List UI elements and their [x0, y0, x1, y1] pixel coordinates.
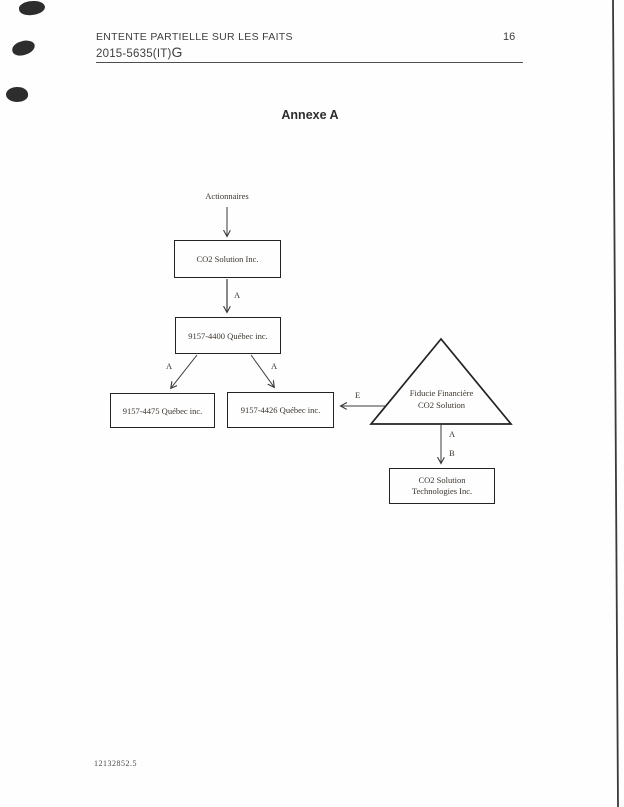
node-9157-4475: 9157-4475 Québec inc. — [110, 393, 215, 428]
docket-number: 2015-5635(IT)G — [96, 44, 183, 60]
node-fiducie-label-line1: Fiducie Financière — [409, 388, 474, 398]
node-9157-4475-label: 9157-4475 Québec inc. — [122, 405, 203, 416]
node-9157-4426-label: 9157-4426 Québec inc. — [240, 405, 321, 415]
node-co2-tech-label-line2: Technologies Inc. — [411, 486, 473, 496]
docket-number-text: 2015-5635(IT) — [96, 48, 172, 60]
node-co2-tech-label-line1: CO2 Solution — [418, 475, 466, 485]
footer-document-id: 12132852.5 — [94, 759, 137, 768]
node-9157-4400-label: 9157-4400 Québec inc. — [188, 330, 268, 341]
shareholders-label: Actionnaires — [205, 191, 249, 201]
edge-label-e-fiducie-to-4426: E — [355, 390, 361, 400]
page-number: 16 — [503, 31, 516, 43]
edge-label-a-4400-to-4426: A — [271, 361, 278, 371]
annex-title: Annexe A — [281, 108, 339, 122]
node-co2-solution-technologies: CO2 Solution Technologies Inc. — [389, 468, 495, 504]
docket-suffix: G — [171, 44, 183, 60]
edge-label-b-fiducie-to-tech: B — [449, 448, 455, 458]
scan-edge-line — [612, 0, 619, 807]
edge-label-a-fiducie-to-tech: A — [449, 429, 456, 439]
document-title: ENTENTE PARTIELLE SUR LES FAITS — [96, 31, 293, 43]
node-fiducie-label: Fiducie Financière CO2 Solution — [391, 388, 492, 411]
node-fiducie-triangle — [369, 337, 513, 425]
scan-artifact-mark — [18, 0, 46, 17]
node-fiducie-label-line2: CO2 Solution — [418, 399, 465, 410]
node-9157-4400: 9157-4400 Québec inc. — [175, 317, 281, 354]
header-rule — [96, 62, 523, 63]
edge-label-a-4400-to-4475: A — [166, 361, 173, 371]
edge-label-a-co2-to-4400: A — [234, 290, 241, 300]
edge-4400-to-4475 — [171, 354, 198, 388]
scan-artifact-mark — [10, 38, 37, 58]
node-co2-solution-label: CO2 Solution Inc. — [196, 254, 259, 264]
node-co2-solution: CO2 Solution Inc. — [174, 240, 281, 278]
edge-4400-to-4426 — [250, 354, 274, 387]
node-9157-4426: 9157-4426 Québec inc. — [227, 392, 334, 428]
scan-artifact-mark — [5, 86, 29, 103]
